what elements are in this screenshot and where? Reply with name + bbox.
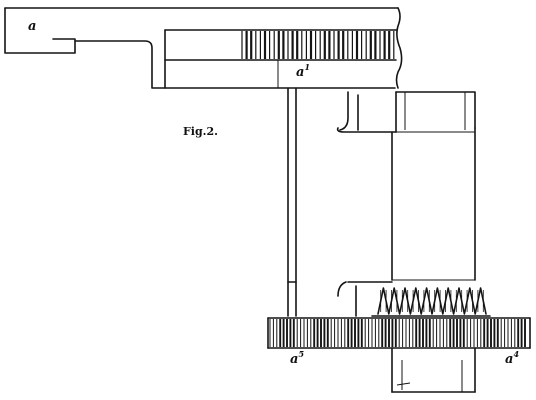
rack-teeth: [241, 31, 395, 59]
spindle-block: [287, 91, 476, 317]
vertical-housing: [287, 87, 397, 317]
spur-gear-teeth: [269, 319, 526, 347]
upper-rack: [164, 29, 397, 89]
label-a4: a4: [505, 349, 519, 367]
bevel-gear: [371, 287, 491, 317]
figure-caption: Fig.2.: [183, 125, 218, 138]
label-a1: a1: [296, 62, 310, 80]
top-frame: [4, 7, 403, 89]
label-a5: a5: [290, 349, 304, 367]
label-a: a: [28, 19, 36, 34]
lower-spur-gear: [267, 317, 531, 349]
bottom-shaft: [391, 347, 476, 393]
